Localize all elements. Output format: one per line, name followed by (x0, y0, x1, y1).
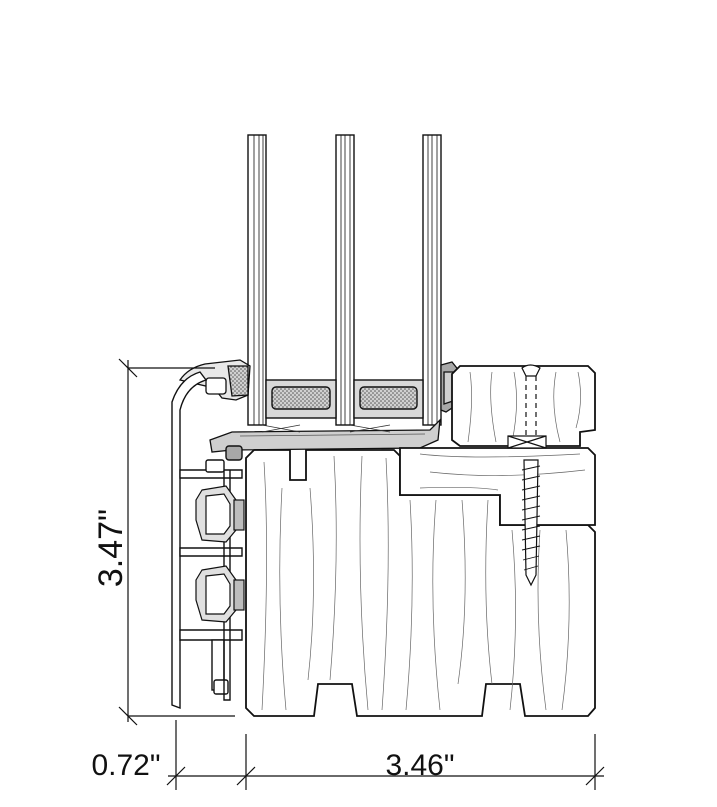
gasket-top-left (178, 359, 251, 401)
wood-frame-stop (399, 447, 596, 526)
glazing-seal (209, 418, 441, 453)
dimension-lines (118, 358, 605, 790)
spacer-right (353, 379, 424, 419)
left-width-dimension-label: 0.72" (91, 749, 160, 782)
right-width-dimension-label: 3.46" (385, 749, 454, 782)
glass-pane-right (422, 134, 442, 426)
glass-pane-left (247, 134, 267, 426)
wood-sash (451, 365, 596, 447)
spacer-left (265, 379, 337, 419)
thermal-break (195, 485, 245, 623)
glazing-spacers (265, 379, 424, 419)
glass-pane-middle (335, 134, 355, 426)
wood-frame-main (245, 449, 596, 717)
height-dimension-label: 3.47" (92, 509, 130, 587)
wood-grain (261, 371, 586, 711)
glass-panes (247, 134, 442, 426)
aluminum-cladding (171, 371, 243, 710)
screw (507, 364, 547, 587)
